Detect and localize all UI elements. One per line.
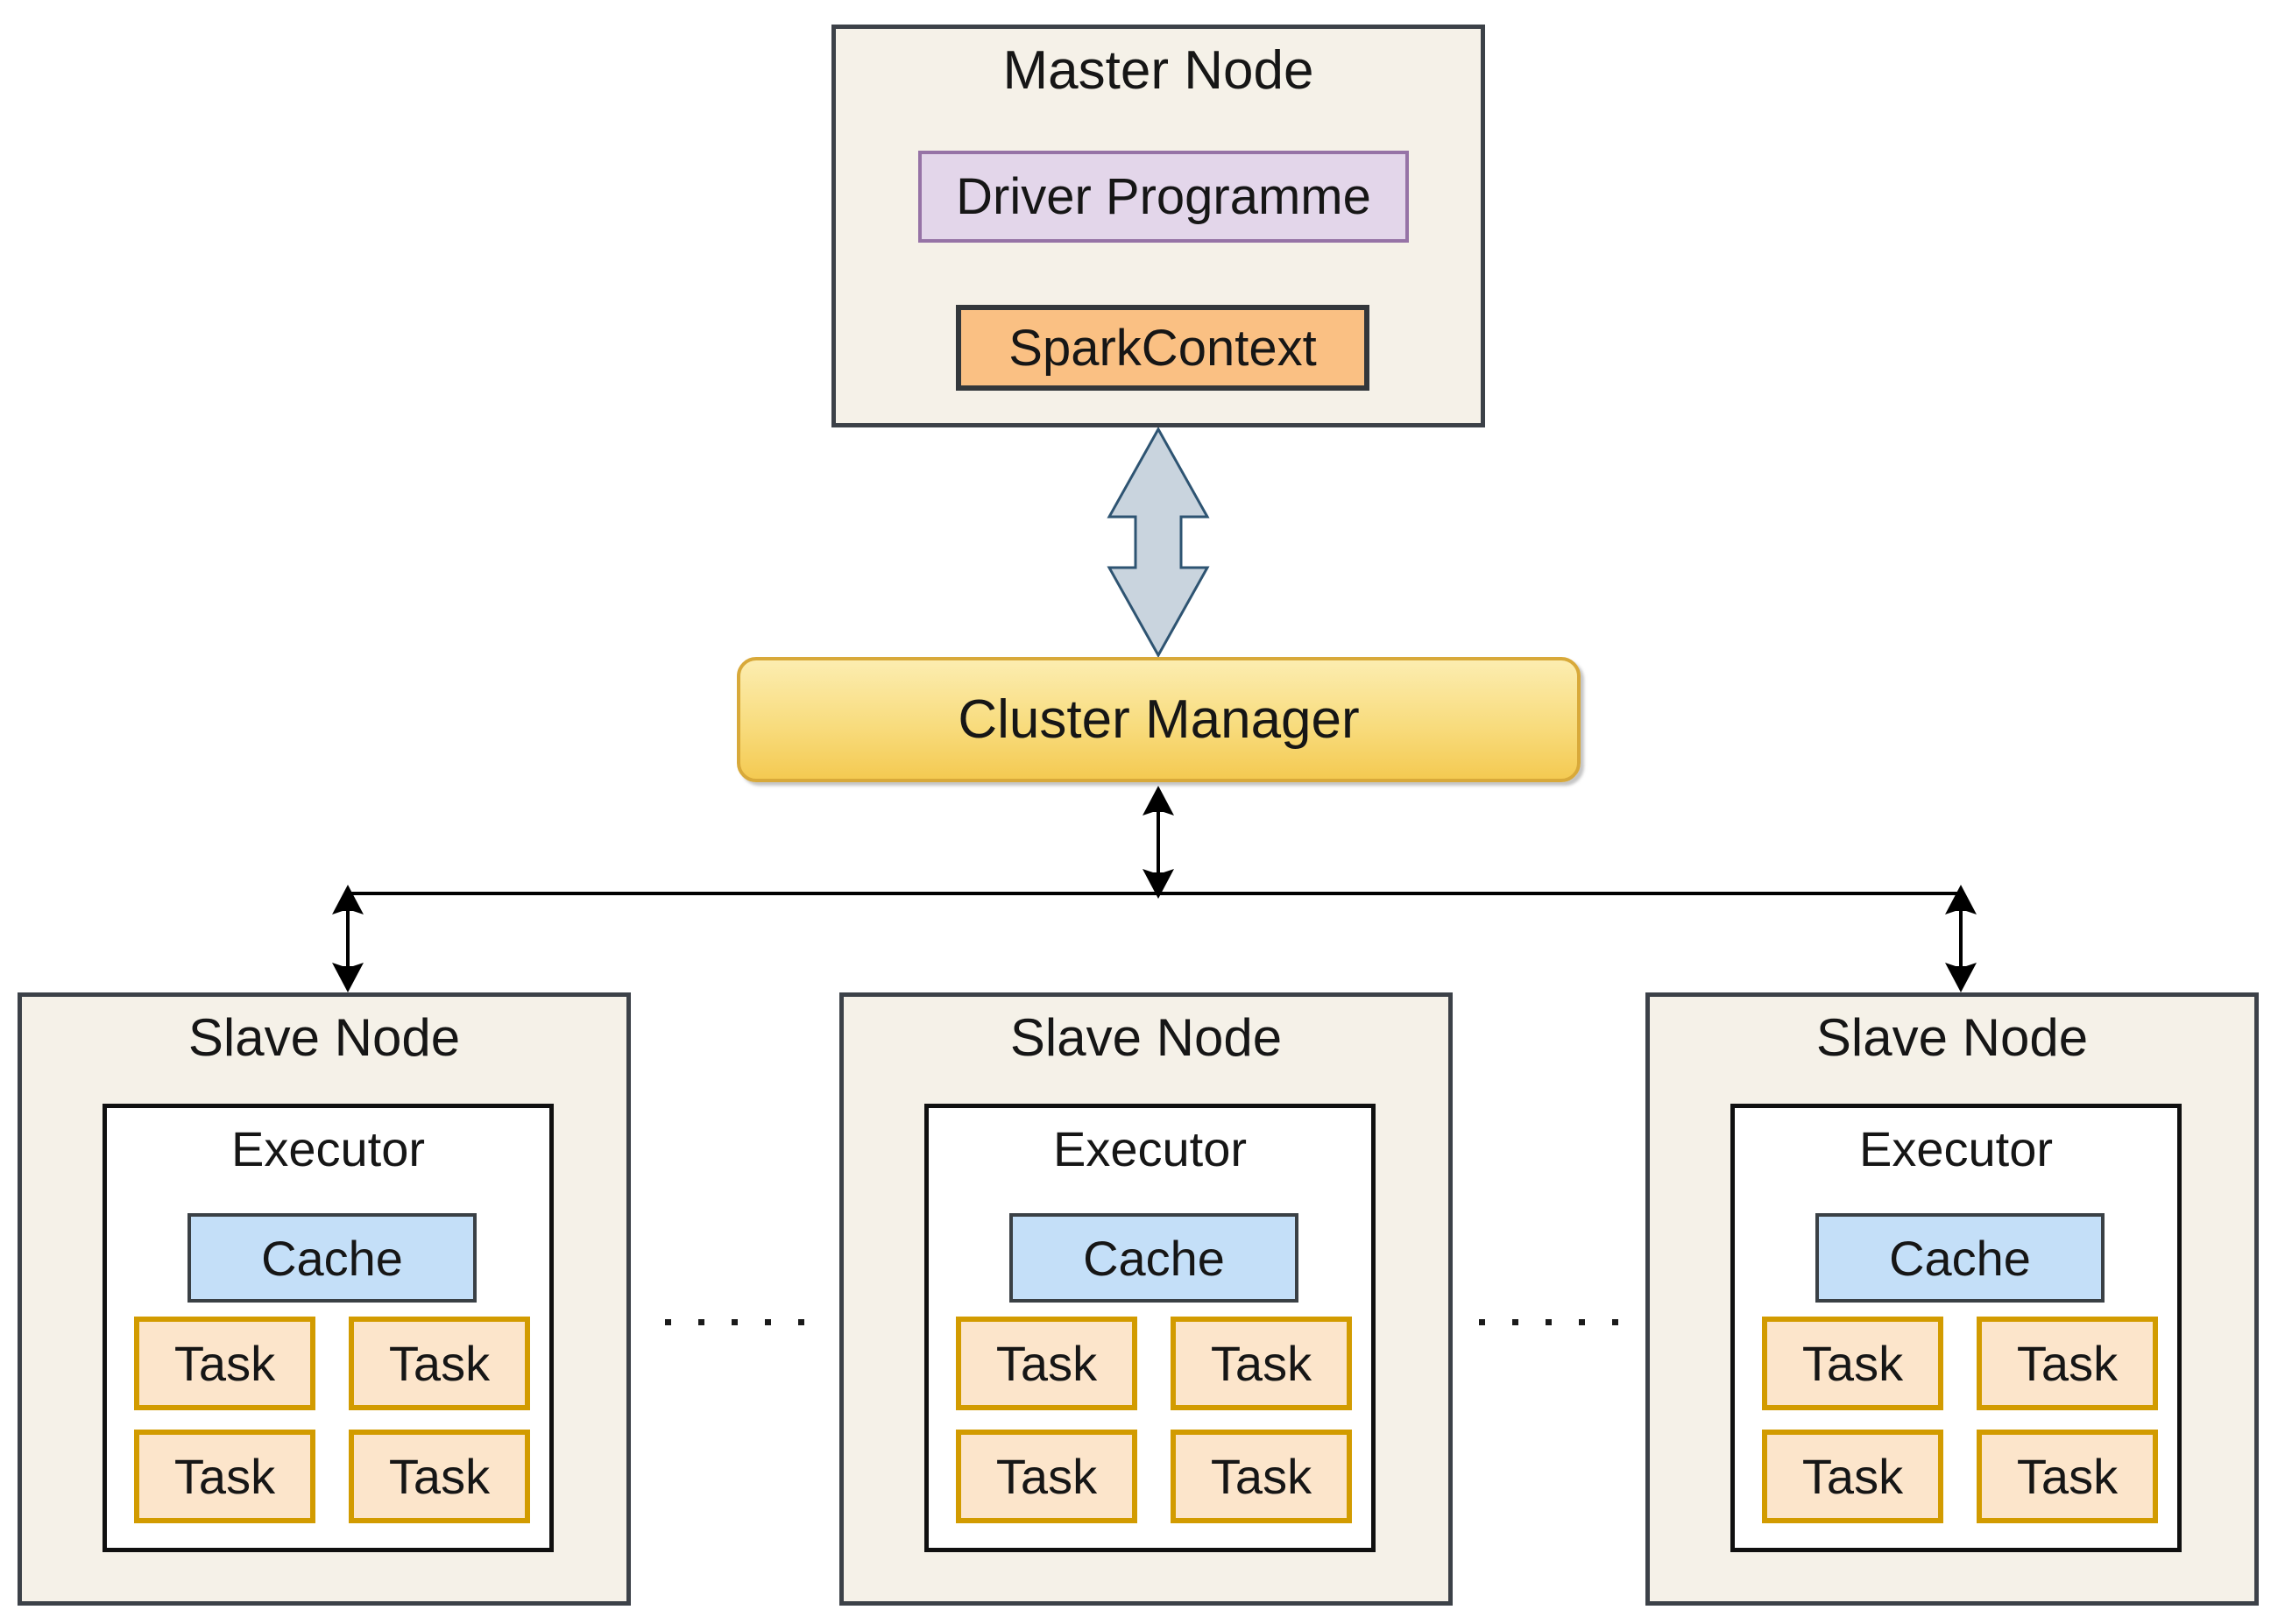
ellipsis-dots-left <box>665 1319 804 1325</box>
driver-programme-box: Driver Programme <box>918 151 1409 243</box>
dot <box>732 1319 738 1325</box>
spark-context-box: SparkContext <box>956 305 1369 391</box>
dot <box>1579 1319 1585 1325</box>
cache-label: Cache <box>261 1230 403 1286</box>
master-cluster-double-arrow-icon <box>1107 426 1210 659</box>
executor-box: Executor Cache Task Task Task Task <box>924 1104 1376 1552</box>
dot <box>1512 1319 1518 1325</box>
slave-node-box-3: Slave Node Executor Cache Task Task Task… <box>1645 992 2259 1606</box>
dot <box>1546 1319 1552 1325</box>
task-box: Task <box>1762 1317 1943 1410</box>
task-box: Task <box>1762 1430 1943 1523</box>
dot <box>698 1319 704 1325</box>
cluster-manager-box: Cluster Manager <box>737 657 1581 782</box>
cluster-manager-label: Cluster Manager <box>958 689 1360 750</box>
task-box: Task <box>1977 1430 2158 1523</box>
executor-title: Executor <box>1053 1121 1247 1176</box>
dot <box>1479 1319 1485 1325</box>
task-box: Task <box>349 1317 530 1410</box>
cluster-to-bus-double-arrow-icon <box>1143 786 1174 899</box>
executor-box: Executor Cache Task Task Task Task <box>1730 1104 2182 1552</box>
slave-node-box-2: Slave Node Executor Cache Task Task Task… <box>839 992 1453 1606</box>
cache-label: Cache <box>1889 1230 2031 1286</box>
executor-title: Executor <box>231 1121 425 1176</box>
cache-box: Cache <box>187 1213 477 1303</box>
task-box: Task <box>1171 1430 1352 1523</box>
bus-to-right-slave-double-arrow-icon <box>1945 885 1977 992</box>
dot <box>798 1319 804 1325</box>
slave-node-title: Slave Node <box>1009 1008 1283 1067</box>
executor-title: Executor <box>1859 1121 2053 1176</box>
task-box: Task <box>1977 1317 2158 1410</box>
dot <box>665 1319 671 1325</box>
cache-box: Cache <box>1009 1213 1298 1303</box>
task-box: Task <box>1171 1317 1352 1410</box>
master-node-title: Master Node <box>1002 40 1314 101</box>
executor-box: Executor Cache Task Task Task Task <box>103 1104 554 1552</box>
task-box: Task <box>956 1430 1137 1523</box>
task-grid: Task Task Task Task <box>1762 1317 2158 1523</box>
driver-programme-label: Driver Programme <box>956 168 1371 225</box>
bus-to-left-slave-double-arrow-icon <box>332 885 364 992</box>
dot <box>765 1319 771 1325</box>
task-box: Task <box>134 1430 315 1523</box>
task-grid: Task Task Task Task <box>134 1317 530 1523</box>
slave-node-box-1: Slave Node Executor Cache Task Task Task… <box>18 992 631 1606</box>
spark-context-label: SparkContext <box>1008 319 1317 377</box>
ellipsis-dots-right <box>1479 1319 1618 1325</box>
slave-node-title: Slave Node <box>187 1008 461 1067</box>
cache-label: Cache <box>1083 1230 1225 1286</box>
task-grid: Task Task Task Task <box>956 1317 1352 1523</box>
cache-box: Cache <box>1815 1213 2105 1303</box>
dot <box>1612 1319 1618 1325</box>
task-box: Task <box>349 1430 530 1523</box>
master-node-box: Master Node Driver Programme SparkContex… <box>831 25 1485 427</box>
task-box: Task <box>134 1317 315 1410</box>
slave-node-title: Slave Node <box>1815 1008 2089 1067</box>
task-box: Task <box>956 1317 1137 1410</box>
